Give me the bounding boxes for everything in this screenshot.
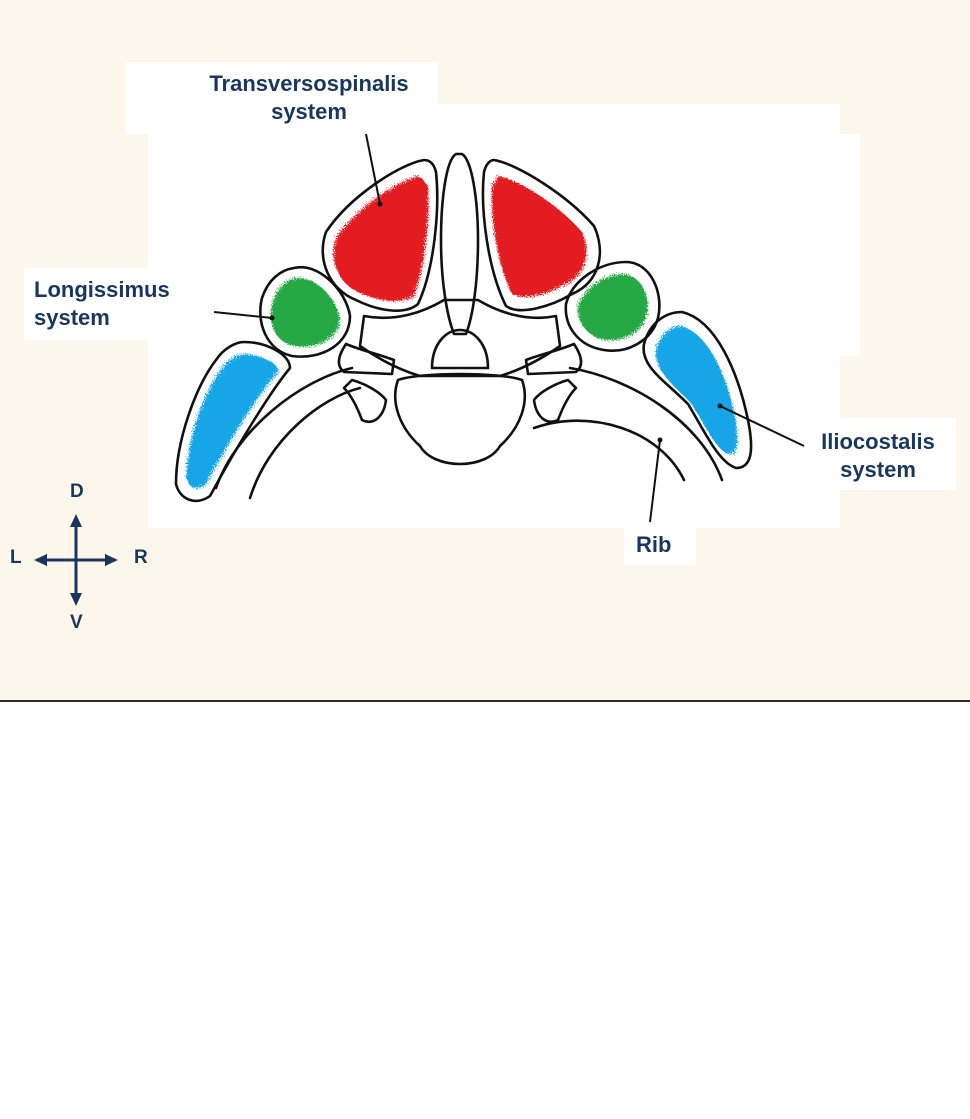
transversospinalis-compartment-right (481, 158, 602, 312)
transversospinalis-compartment-left (321, 158, 439, 312)
rib-leader-dot (657, 437, 663, 443)
rib-right-inner (532, 419, 686, 482)
figure-panel (148, 104, 840, 528)
transversospinalis-label: Transversospinalis system (126, 70, 492, 126)
transversospinalis-label-line2: system (271, 99, 347, 124)
compass-arrow-left-icon (34, 554, 47, 566)
iliocostalis-leader-dot (717, 403, 723, 409)
compass-left-label: L (10, 547, 22, 568)
orientation-compass (34, 514, 118, 606)
longissimus-leader (213, 311, 273, 319)
transversospinalis-fill-left (333, 176, 429, 302)
iliocostalis-panel (800, 418, 956, 490)
iliocostalis-compartment-right (642, 310, 753, 470)
title-panel (126, 62, 438, 134)
rib-left-inner (248, 386, 362, 500)
longissimus-fill-right (577, 274, 648, 341)
iliocostalis-compartment-left (174, 340, 292, 503)
spinous-process (439, 152, 480, 336)
vertebra-cross-section-diagram (34, 133, 805, 606)
slide-divider (0, 700, 970, 702)
vertebral-body (393, 372, 527, 466)
compass-arrow-right-icon (105, 554, 118, 566)
rib-label: Rib (636, 532, 672, 557)
compass-arrow-up-icon (70, 514, 82, 527)
transversospinalis-leader-dot (377, 201, 383, 207)
iliocostalis-fill-left (186, 354, 279, 489)
rib-head-left (342, 378, 388, 423)
transversospinalis-fill-right (491, 176, 587, 297)
iliocostalis-label-line2: system (840, 457, 916, 482)
rib-head-right (532, 378, 578, 423)
iliocostalis-leader (719, 405, 805, 447)
longissimus-compartment-right (564, 260, 661, 352)
compass-right-label: R (134, 547, 148, 568)
compass-arrow-down-icon (70, 593, 82, 606)
iliocostalis-label: Iliocostalis system (806, 428, 950, 484)
rib-leader (649, 439, 661, 523)
transverse-process-right (524, 342, 583, 376)
longissimus-label-line2: system (34, 305, 110, 330)
figure-panel-right (800, 134, 860, 356)
longissimus-leader-dot (269, 315, 275, 321)
iliocostalis-fill-right (655, 326, 738, 455)
spinal-canal (430, 328, 490, 370)
transversospinalis-leader (365, 133, 381, 205)
longissimus-label: Longissimus system (34, 276, 170, 332)
compass-dorsal-label: D (70, 481, 84, 502)
vertebral-arch (358, 298, 562, 378)
transversospinalis-label-line1: Transversospinalis (209, 71, 409, 96)
longissimus-panel (24, 268, 220, 340)
rib-right-outer (568, 366, 724, 482)
longissimus-label-line1: Longissimus (34, 277, 170, 302)
compass-ventral-label: V (70, 612, 83, 633)
longissimus-compartment-left (259, 265, 352, 358)
longissimus-fill-left (270, 277, 340, 347)
rib-panel (624, 525, 696, 565)
transverse-process-left (337, 342, 396, 376)
iliocostalis-label-line1: Iliocostalis (821, 429, 935, 454)
